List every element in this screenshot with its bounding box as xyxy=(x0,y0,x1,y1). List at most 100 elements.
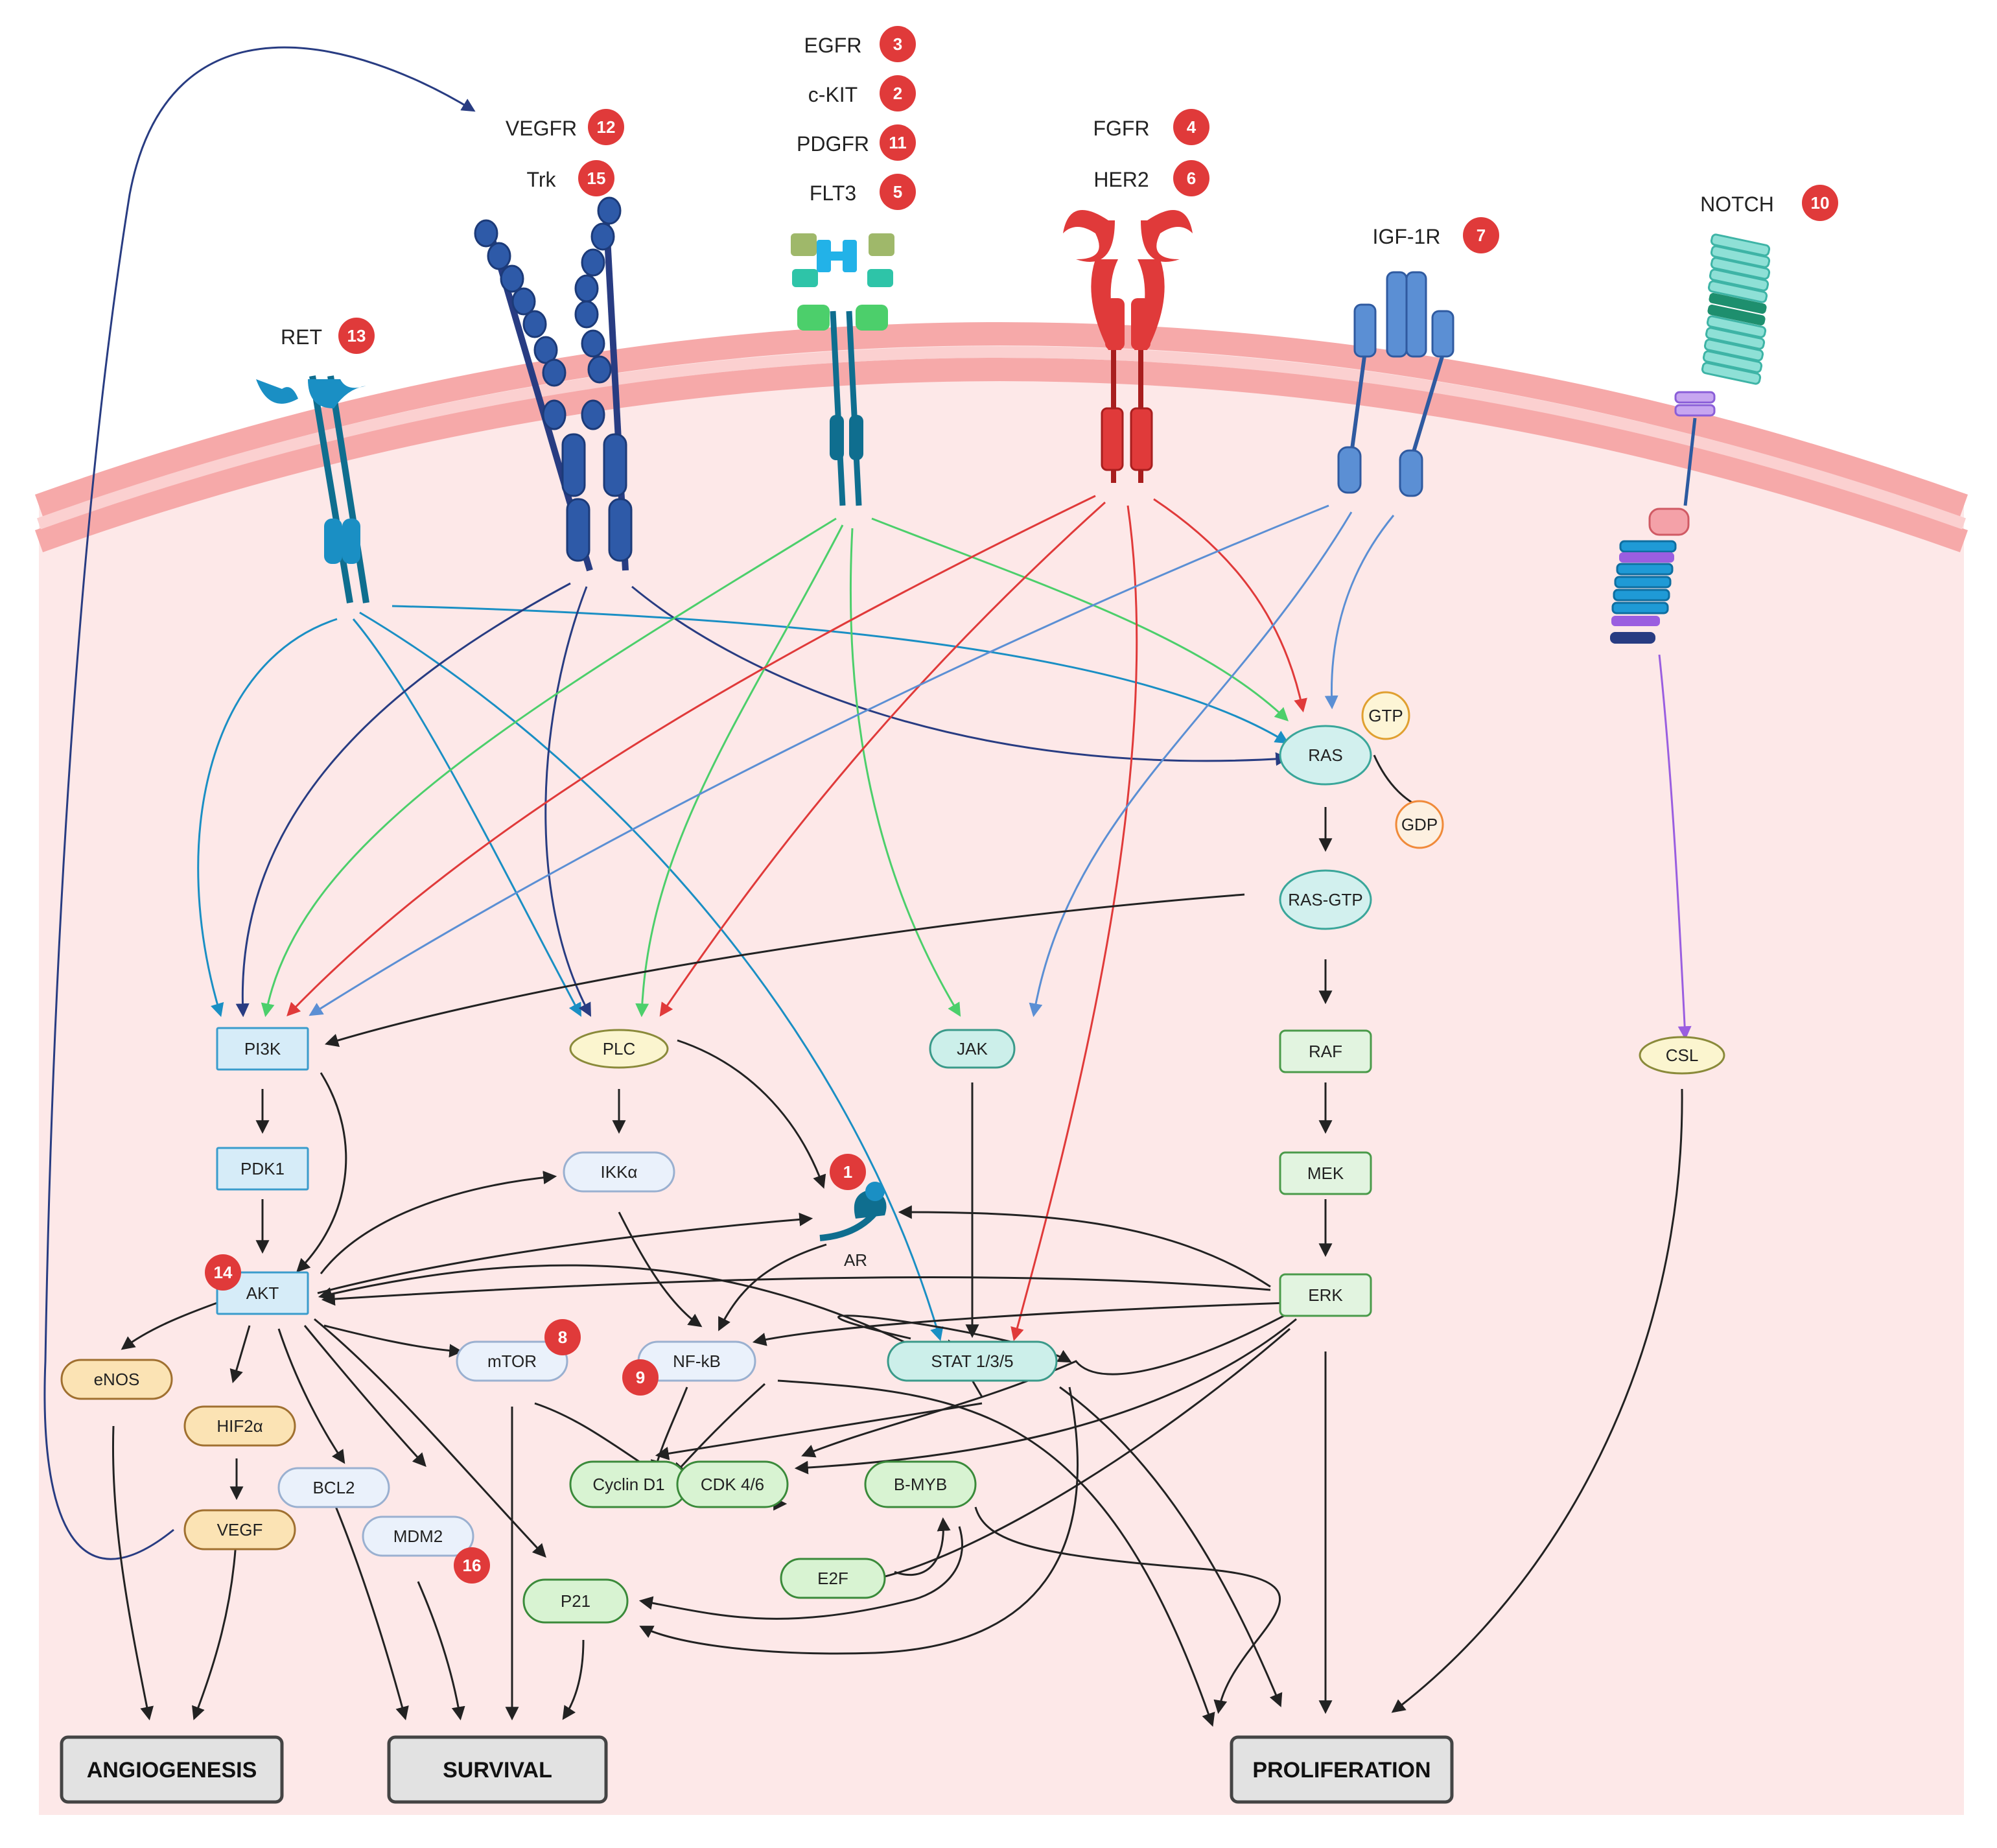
cell-cytoplasm xyxy=(39,334,1964,1815)
node-gtp: GTP xyxy=(1361,691,1410,740)
her2-badge: 6 xyxy=(1173,160,1209,196)
trk-label: Trk xyxy=(526,168,556,191)
igf1r-badge: 7 xyxy=(1463,217,1499,253)
ckit-badge: 2 xyxy=(880,75,916,111)
igf1r-receptor-icon xyxy=(1337,271,1454,497)
flt3-label: FLT3 xyxy=(810,181,856,205)
notch-badge-number: 10 xyxy=(1811,193,1830,213)
node-gdp-label: GDP xyxy=(1401,815,1438,834)
node-mek: MEK xyxy=(1279,1151,1372,1195)
vegfr-label: VEGFR xyxy=(506,117,577,140)
node-gdp: GDP xyxy=(1395,800,1444,849)
pdgfr-label: PDGFR xyxy=(797,132,869,156)
node-mtor-label: mTOR xyxy=(487,1351,537,1371)
node-cdk46: CDK 4/6 xyxy=(676,1460,789,1508)
node-cyclind1-label: Cyclin D1 xyxy=(592,1475,664,1494)
node-erk-label: ERK xyxy=(1308,1285,1343,1305)
node-cyclind1: Cyclin D1 xyxy=(569,1460,688,1508)
node-akt-badge-number: 14 xyxy=(214,1263,233,1282)
node-stat-label: STAT 1/3/5 xyxy=(931,1351,1013,1371)
node-jak: JAK xyxy=(929,1029,1016,1069)
node-rasgtp-label: RAS-GTP xyxy=(1288,890,1363,909)
pdgfr-badge: 11 xyxy=(880,124,916,161)
trk-badge-number: 15 xyxy=(587,169,606,188)
ckit-label: c-KIT xyxy=(808,83,858,106)
vegfr-trk-receptor-icon xyxy=(474,196,633,572)
node-pdk1-label: PDK1 xyxy=(240,1159,285,1178)
fgfr-badge: 4 xyxy=(1173,109,1209,145)
cell-membrane-gap xyxy=(36,346,1967,530)
node-p21-label: P21 xyxy=(561,1591,590,1611)
node-vegf-label: VEGF xyxy=(217,1520,263,1539)
node-rasgtp: RAS-GTP xyxy=(1279,869,1372,930)
node-mtor-badge: 8 xyxy=(544,1319,581,1355)
flt3-badge-number: 5 xyxy=(893,182,902,202)
node-pi3k: PI3K xyxy=(216,1027,309,1071)
node-enos-label: eNOS xyxy=(94,1370,140,1389)
node-e2f-label: E2F xyxy=(817,1569,848,1588)
egfr-label: EGFR xyxy=(804,34,862,57)
ckit-badge-number: 2 xyxy=(893,84,902,103)
node-mek-label: MEK xyxy=(1307,1164,1344,1183)
cell-membrane-inner xyxy=(34,358,1968,552)
node-vegf: VEGF xyxy=(183,1509,296,1550)
egfr-family-receptor-icon xyxy=(791,233,894,506)
node-stat: STAT 1/3/5 xyxy=(887,1340,1058,1382)
node-bcl2-label: BCL2 xyxy=(312,1478,355,1497)
node-ar-badge: 1 xyxy=(830,1154,866,1190)
node-jak-label: JAK xyxy=(957,1039,988,1059)
node-bcl2: BCL2 xyxy=(277,1467,390,1508)
node-p21: P21 xyxy=(522,1578,629,1624)
node-ras-label: RAS xyxy=(1308,745,1342,765)
node-mdm2: MDM2 xyxy=(362,1515,474,1557)
node-pi3k-label: PI3K xyxy=(244,1039,281,1059)
node-gtp-label: GTP xyxy=(1368,706,1403,725)
node-akt: AKT xyxy=(216,1271,309,1315)
her2-badge-number: 6 xyxy=(1187,169,1196,188)
node-nfkb-label: NF-kB xyxy=(673,1351,721,1371)
vegfr-badge: 12 xyxy=(588,109,624,145)
node-bmyb: B-MYB xyxy=(864,1460,977,1508)
trk-badge: 15 xyxy=(578,160,614,196)
androgen-receptor-icon xyxy=(819,1182,887,1241)
signaling-arrows xyxy=(43,46,1692,1727)
node-nfkb-badge: 9 xyxy=(622,1359,659,1396)
node-raf-label: RAF xyxy=(1309,1042,1342,1061)
notch-receptor-icon xyxy=(1610,233,1771,644)
node-plc: PLC xyxy=(569,1029,669,1069)
outcome-proliferation: PROLIFERATION xyxy=(1230,1735,1454,1804)
node-nfkb-badge-number: 9 xyxy=(636,1368,645,1387)
pdgfr-badge-number: 11 xyxy=(889,133,907,152)
node-akt-badge: 14 xyxy=(205,1254,241,1291)
ret-badge-number: 13 xyxy=(347,326,366,345)
node-ras: RAS xyxy=(1279,725,1372,786)
node-ikka-label: IKKα xyxy=(601,1162,638,1182)
node-cdk46-label: CDK 4/6 xyxy=(701,1475,764,1494)
node-mdm2-label: MDM2 xyxy=(393,1526,443,1546)
node-pdk1: PDK1 xyxy=(216,1147,309,1191)
node-hif2a-label: HIF2α xyxy=(216,1416,263,1436)
node-mtor-badge-number: 8 xyxy=(558,1328,567,1347)
outcome-angiogenesis-label: ANGIOGENESIS xyxy=(87,1758,257,1783)
node-csl: CSL xyxy=(1639,1036,1725,1075)
her2-label: HER2 xyxy=(1093,168,1149,191)
fgfr-badge-number: 4 xyxy=(1187,117,1197,137)
node-ikka: IKKα xyxy=(563,1151,675,1193)
node-akt-label: AKT xyxy=(246,1283,279,1303)
outcome-angiogenesis: ANGIOGENESIS xyxy=(60,1735,284,1804)
outcome-boxes: ANGIOGENESIS SURVIVAL PROLIFERATION xyxy=(60,1735,1454,1804)
outcome-survival: SURVIVAL xyxy=(387,1735,608,1804)
outcome-proliferation-label: PROLIFERATION xyxy=(1252,1758,1431,1783)
notch-label: NOTCH xyxy=(1700,193,1774,216)
node-bmyb-label: B-MYB xyxy=(894,1475,947,1494)
igf1r-badge-number: 7 xyxy=(1477,226,1486,245)
vegfr-badge-number: 12 xyxy=(597,117,616,137)
egfr-badge: 3 xyxy=(880,26,916,62)
node-mdm2-badge: 16 xyxy=(454,1547,490,1584)
node-mdm2-badge-number: 16 xyxy=(463,1556,482,1575)
node-erk: ERK xyxy=(1279,1273,1372,1317)
